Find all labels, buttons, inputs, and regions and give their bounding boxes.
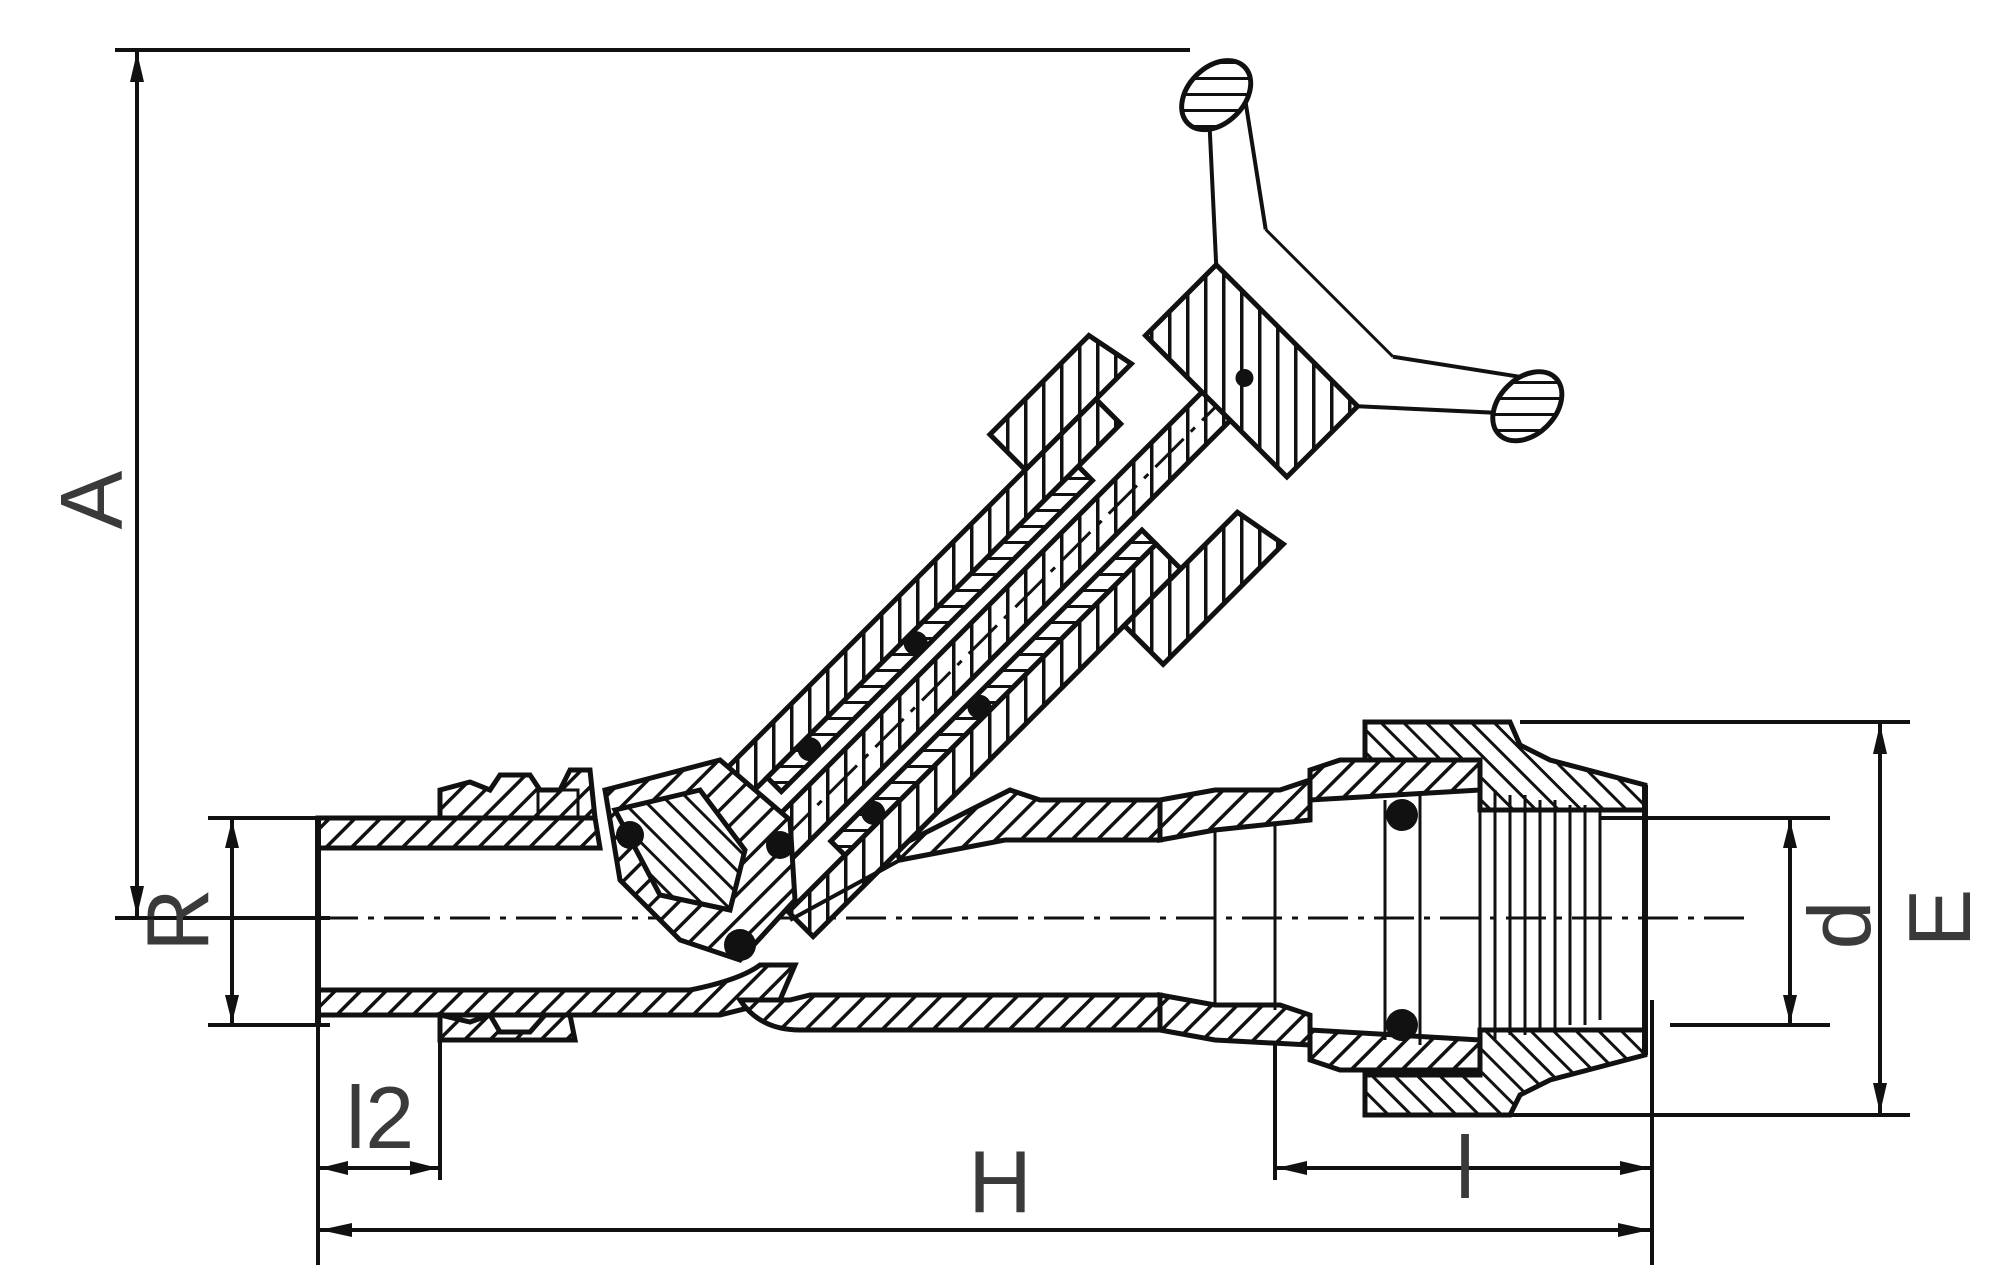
disc-o-ring-3	[724, 929, 756, 961]
right-nut-bottom	[1362, 1027, 1648, 1118]
label-d: d	[1790, 901, 1889, 950]
handwheel-rim-upper	[1179, 58, 1254, 133]
inner-sleeve-upper	[763, 462, 1096, 796]
hub-pin	[1235, 368, 1254, 387]
label-h: H	[968, 1132, 1032, 1231]
bonnet-wall-lower	[784, 540, 1185, 941]
bonnet-o-ring-2	[967, 694, 992, 719]
right-union-top	[1307, 757, 1483, 803]
label-r: R	[128, 888, 227, 952]
right-taper-bottom	[1157, 992, 1313, 1048]
dim-h-arrow-left	[320, 1223, 352, 1237]
disc-seal	[611, 787, 748, 913]
valve-body	[315, 719, 1648, 1118]
inner-sleeve-lower	[827, 526, 1160, 859]
label-l2: l2	[346, 1068, 415, 1167]
left-socket-top-wall	[315, 815, 603, 851]
bonnet-o-ring-3	[797, 737, 822, 762]
left-union-nut-top	[437, 767, 598, 821]
dim-a-arrow-top	[130, 52, 144, 82]
dim-l-arrow-left	[1277, 1161, 1307, 1175]
handwheel-face	[1264, 228, 1395, 358]
left-union-nut-bottom	[437, 1011, 579, 1043]
disc-o-ring-2	[766, 831, 794, 859]
bonnet-o-ring-1	[903, 631, 928, 656]
valve-disc	[602, 757, 901, 963]
seat-edge	[789, 858, 901, 922]
body-bottom-wall	[735, 992, 1163, 1033]
thread-lines	[1383, 790, 1602, 1045]
dim-e-arrow-bottom	[1873, 1083, 1887, 1113]
left-socket-bottom-wall	[315, 962, 799, 1018]
bonnet-nut-upper	[986, 332, 1136, 474]
dim-a-arrow-bottom	[130, 886, 144, 916]
handwheel-rim-lower	[1490, 369, 1565, 444]
label-l: l	[1455, 1118, 1475, 1217]
disc-o-ring-1	[616, 821, 644, 849]
right-union-bottom	[1307, 1027, 1483, 1073]
dim-d-arrow-top	[1783, 820, 1797, 848]
dim-e-arrow-top	[1873, 724, 1887, 754]
o-ring-top	[1386, 799, 1418, 831]
dimension-labels: A R l2 H l d E	[42, 470, 1989, 1231]
label-a: A	[42, 470, 141, 529]
dim-l-arrow-right	[1620, 1161, 1650, 1175]
dim-l2-arrow-right	[410, 1161, 438, 1175]
dim-l2-arrow-left	[320, 1161, 348, 1175]
bonnet-o-ring-4	[861, 800, 886, 825]
left-body-notch	[536, 788, 580, 820]
dimension-lines	[115, 48, 1910, 1265]
label-e: E	[1890, 889, 1989, 948]
dim-r-arrow-bottom	[225, 995, 239, 1023]
o-ring-bottom	[1386, 1009, 1418, 1041]
dim-h-arrow-right	[1618, 1223, 1650, 1237]
handwheel-hub	[1141, 261, 1362, 481]
dim-d-arrow-bottom	[1783, 995, 1797, 1023]
dim-r-arrow-top	[225, 820, 239, 848]
bonnet-nut-lower	[1120, 509, 1288, 668]
spindle-centerline	[734, 348, 1274, 889]
right-taper-top	[1157, 776, 1313, 843]
